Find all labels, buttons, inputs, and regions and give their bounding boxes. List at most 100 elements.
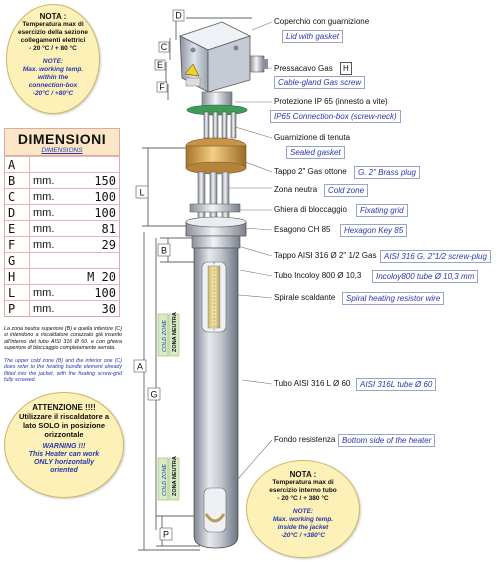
dimension-value: 150 [62, 172, 119, 189]
label-gasket-en: Sealed gasket [286, 146, 345, 159]
note-bottom-en-line1: Max. working temp. [272, 516, 334, 523]
label-gland-letter: H [339, 62, 352, 75]
note-top-line2: esercizio della sezione [17, 29, 89, 36]
attention-en-line2: ONLY horizontally [33, 459, 95, 466]
note-top-en-line3: connection-box [28, 82, 78, 89]
label-tube-en: AISI 316L tube Ø 60 [356, 378, 437, 391]
dim-letter-a: A [137, 362, 143, 372]
dimension-unit [29, 252, 62, 269]
dim-letter-f: F [159, 82, 165, 92]
label-fixating-grid: Ghiera di bloccaggio Fixating grid [274, 204, 408, 217]
dimension-letter: P [5, 300, 30, 316]
label-incoloy-en: Incoloy800 tube Ø 10,3 mm [372, 270, 479, 283]
dimension-row: A [5, 156, 119, 173]
label-gasket: Guarnizione di tenuta Sealed gasket [274, 132, 351, 159]
dim-letter-c: C [161, 42, 168, 52]
dimension-unit: mm. [29, 284, 62, 301]
dimension-value [62, 252, 119, 269]
attention-title: ATTENZIONE !!!! [32, 403, 96, 412]
label-hex-en: Hexagon Key 85 [340, 224, 408, 237]
note-top-title: NOTA : [39, 12, 67, 21]
description-italian: La zona neutra superiore (B) e quella in… [4, 326, 122, 352]
label-plug316-it: Tappo AISI 316 Ø 2" 1/2 Gas [274, 251, 377, 260]
attention-line1: Utilizzare il riscaldatore a [18, 412, 110, 421]
note-bottom-title: NOTA : [289, 470, 317, 479]
note-bottom-en-line2: inside the jacket [277, 524, 329, 531]
label-spiral: Spirale scaldante Spiral heating resisto… [274, 292, 445, 305]
label-plug-en: G. 2" Brass plug [354, 166, 420, 179]
note-top-en-line2: within the [37, 74, 69, 81]
dimension-letter: G [5, 252, 30, 269]
attention-en-title: WARNING !!! [42, 443, 86, 450]
dim-letter-g: G [150, 390, 157, 400]
dimension-letter: D [5, 204, 30, 221]
dimension-letter: L [5, 284, 30, 301]
label-gasket-it: Guarnizione di tenuta [274, 133, 351, 142]
label-spiral-en: Spiral heating resistor wire [342, 292, 445, 305]
label-ip65-it: Protezione IP 65 (innesto a vite) [274, 97, 388, 106]
dimension-unit: mm. [29, 204, 62, 221]
label-neutral-zone: Zona neutra Cold zone [274, 184, 369, 197]
label-plug316-en: AISI 316 G. 2"1/2 screw-plug [380, 250, 491, 263]
label-bottom-it: Fondo resistenza [274, 435, 336, 444]
dimension-unit [29, 156, 62, 173]
note-bottom-en-title: NOTE: [292, 508, 314, 515]
dimension-value [62, 156, 119, 173]
note-top-line4: - 20 °C / + 80 °C [29, 45, 77, 52]
label-bottom: Fondo resistenza Bottom side of the heat… [274, 434, 436, 447]
label-incoloy-it: Tubo Incoloy 800 Ø 10,3 [274, 271, 362, 280]
attention-line2: lato SOLO in posizione [22, 421, 106, 430]
attention-en-line1: This Heater can work [28, 451, 100, 458]
note-bottom-en-line3: -20°C / +380°C [280, 532, 326, 539]
dim-letter-l: L [139, 188, 144, 198]
cold-zone-en-bottom: COLD ZONE [162, 464, 168, 496]
label-tube-it: Tubo AISI 316 L Ø 60 [274, 379, 351, 388]
label-plug-it: Tappo 2" Gas ottone [274, 167, 347, 176]
dimension-value: 100 [62, 204, 119, 221]
dim-letter-e: E [157, 60, 163, 70]
label-grid-it: Ghiera di bloccaggio [274, 205, 347, 214]
dimensions-title: DIMENSIONI [17, 131, 107, 147]
dimension-unit: mm. [29, 300, 62, 316]
note-top-en-line4: -20°C / +80°C [32, 90, 74, 97]
label-lid-it: Coperchio con guarnizione [274, 17, 370, 26]
dimension-unit: mm. [29, 172, 62, 189]
label-tube: Tubo AISI 316 L Ø 60 AISI 316L tube Ø 60 [274, 378, 437, 391]
label-incoloy: Tubo Incoloy 800 Ø 10,3 Incoloy800 tube … [274, 270, 479, 283]
note-attention: ATTENZIONE !!!! Utilizzare il riscaldato… [4, 392, 124, 498]
note-top-line3: collegamenti elettrici [20, 37, 86, 44]
label-neutral-it: Zona neutra [274, 185, 318, 194]
label-gland-en: Cable-gland Gas screw [274, 76, 366, 89]
label-bottom-en: Bottom side of the heater [338, 434, 436, 447]
note-top-line1: Temperatura max di [22, 21, 84, 28]
attention-line3: orizzontale [44, 430, 84, 439]
cold-zone-it-bottom: ZONA NEUTRA [172, 456, 178, 496]
label-brass-plug: Tappo 2" Gas ottone G. 2" Brass plug [274, 166, 420, 179]
dimension-value: 100 [62, 188, 119, 205]
dimensions-subtitle: DIMENSIONS [41, 147, 83, 154]
label-neutral-en: Cold zone [324, 184, 369, 197]
label-aisi-plug: Tappo AISI 316 Ø 2" 1/2 Gas AISI 316 G. … [274, 250, 491, 263]
dim-letter-d: D [175, 11, 182, 21]
dimension-letter: A [5, 156, 30, 173]
dimension-letter: B [5, 172, 30, 189]
note-bottom-line2: esercizio interno tubo [269, 487, 337, 494]
dimension-unit: mm. [29, 220, 62, 237]
description-english: The upper cold zone (B) and the inferior… [4, 358, 122, 384]
dim-letter-p: P [163, 530, 169, 540]
label-hex-it: Esagono CH 85 [274, 225, 331, 234]
label-cable-gland: Pressacavo Gas H Cable-gland Gas screw [274, 62, 366, 89]
dimension-unit [29, 268, 62, 285]
label-spiral-it: Spirale scaldante [274, 293, 336, 302]
cold-zone-en-top: COLD ZONE [162, 320, 168, 352]
dimension-letter: E [5, 220, 30, 237]
dimension-unit: mm. [29, 188, 62, 205]
note-top-en-line1: Max. working temp. [22, 66, 84, 73]
label-lid: Coperchio con guarnizione Lid with gaske… [274, 16, 370, 43]
